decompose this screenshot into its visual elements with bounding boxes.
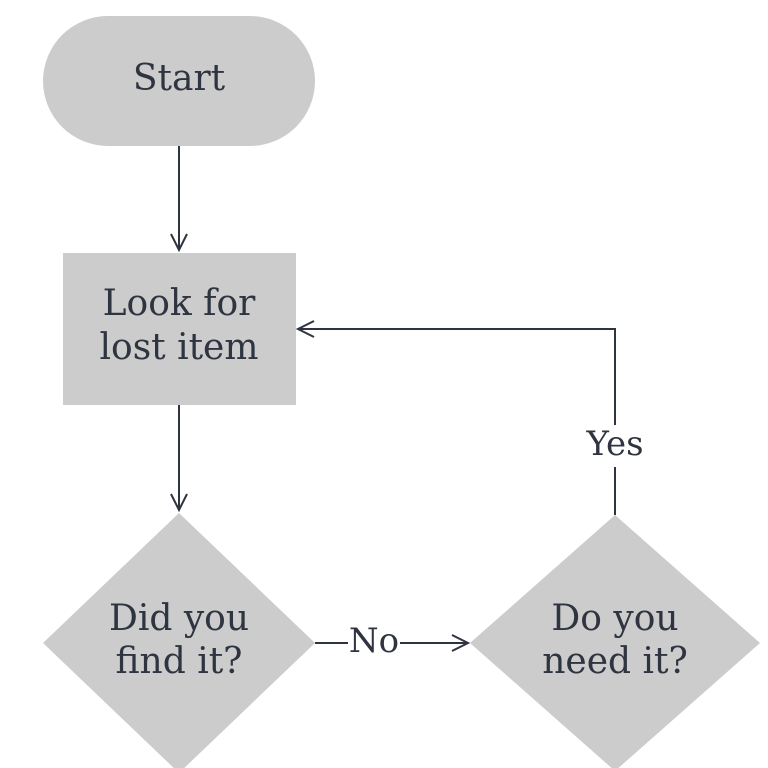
no-label-background [348, 624, 400, 662]
start-node: Start [43, 16, 315, 146]
edge-label-yes: Yes [585, 424, 643, 464]
start-node-label: Start [133, 58, 226, 99]
did-you-find-it-node: Did you find it? [43, 513, 315, 768]
edge-label-no: No [349, 621, 399, 661]
did-you-find-it-node-shape [43, 513, 315, 768]
do-you-need-it-label-line-2: need it? [542, 641, 688, 682]
did-you-find-it-label-line-2: find it? [116, 641, 243, 682]
do-you-need-it-label-line-1: Do you [551, 598, 678, 639]
do-you-need-it-node: Do you need it? [470, 515, 760, 768]
yes-label-background [584, 425, 646, 467]
did-you-find-it-label-line-1: Did you [109, 598, 249, 639]
edge-need-to-look [298, 329, 616, 515]
look-for-item-node-shape [63, 253, 296, 405]
start-node-shape [43, 16, 315, 146]
look-for-item-node: Look for lost item [63, 253, 296, 405]
do-you-need-it-node-shape [470, 515, 760, 768]
look-for-item-label-line-2: lost item [100, 327, 259, 368]
look-for-item-label-line-1: Look for [103, 283, 257, 324]
